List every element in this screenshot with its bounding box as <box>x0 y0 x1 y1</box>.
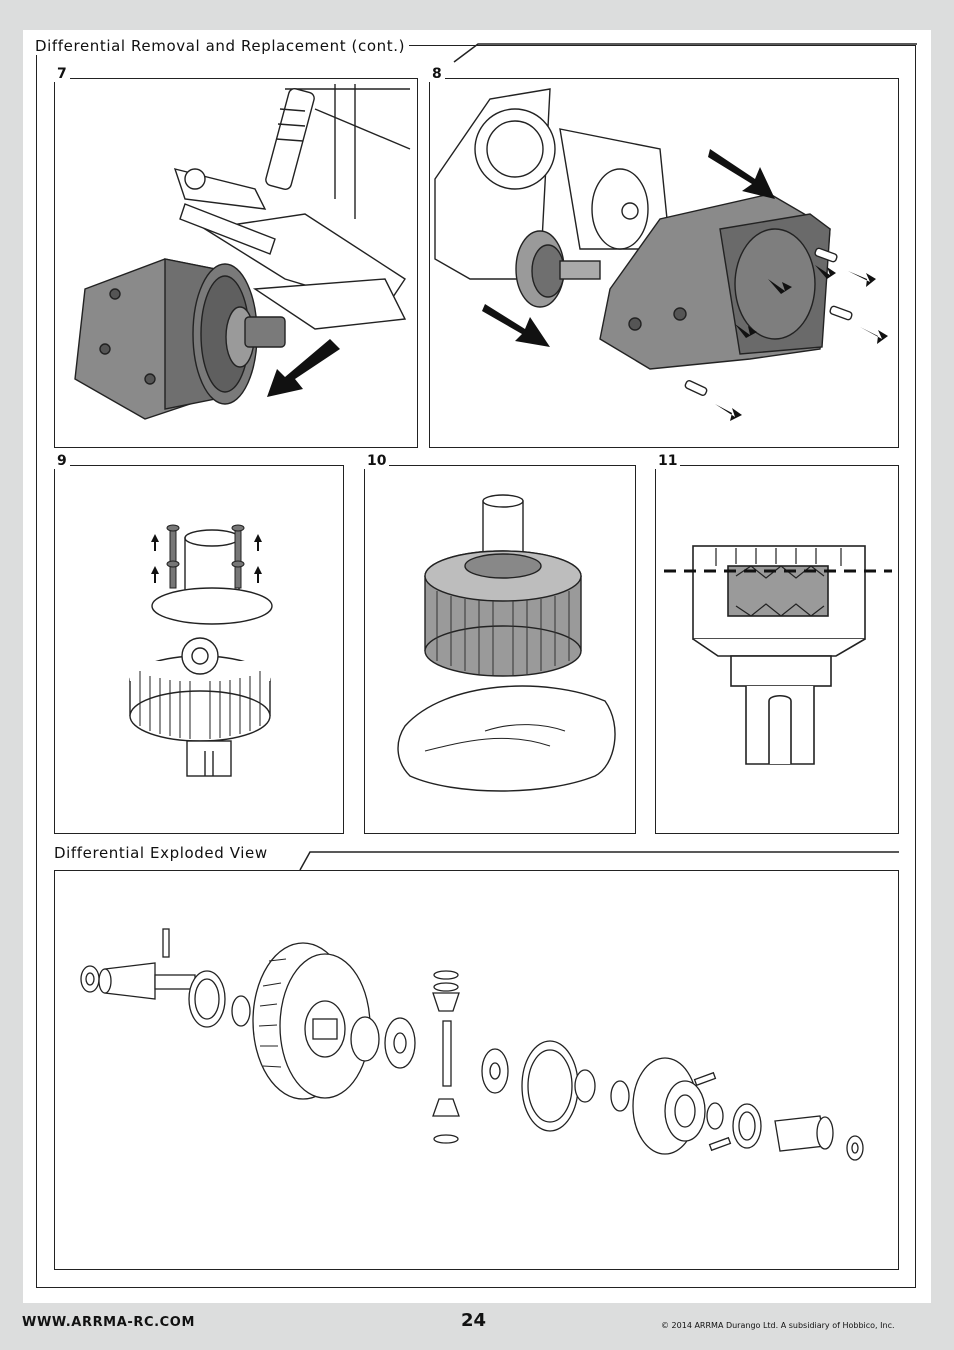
exploded-view-panel <box>54 870 899 1270</box>
section-title-removal: Differential Removal and Replacement (co… <box>31 37 410 55</box>
step-8-number: 8 <box>429 66 445 82</box>
step-10-number: 10 <box>364 453 390 469</box>
footer-website: WWW.ARRMA-RC.COM <box>22 1315 195 1330</box>
title-underline <box>453 43 917 63</box>
step-8-illustration <box>434 88 888 421</box>
exploded-view-illustration <box>80 928 864 1161</box>
footer-copyright: © 2014 ARRMA Durango Ltd. A subsidiary o… <box>661 1321 895 1330</box>
step-10-illustration <box>397 494 616 792</box>
title-underline-2 <box>299 851 899 871</box>
step-11-panel: 11 <box>655 453 899 834</box>
step-7-number: 7 <box>54 66 70 82</box>
step-11-illustration <box>664 545 892 765</box>
page-number: 24 <box>461 1310 487 1331</box>
step-9-number: 9 <box>54 453 70 469</box>
step-9-illustration <box>129 524 273 777</box>
step-8-panel: 8 <box>429 66 899 448</box>
section-title-exploded: Differential Exploded View <box>50 844 272 862</box>
step-7-illustration <box>74 84 411 420</box>
step-7-panel: 7 <box>54 66 418 448</box>
step-10-panel: 10 <box>364 453 636 834</box>
step-9-panel: 9 <box>54 453 344 834</box>
step-11-number: 11 <box>655 453 681 469</box>
